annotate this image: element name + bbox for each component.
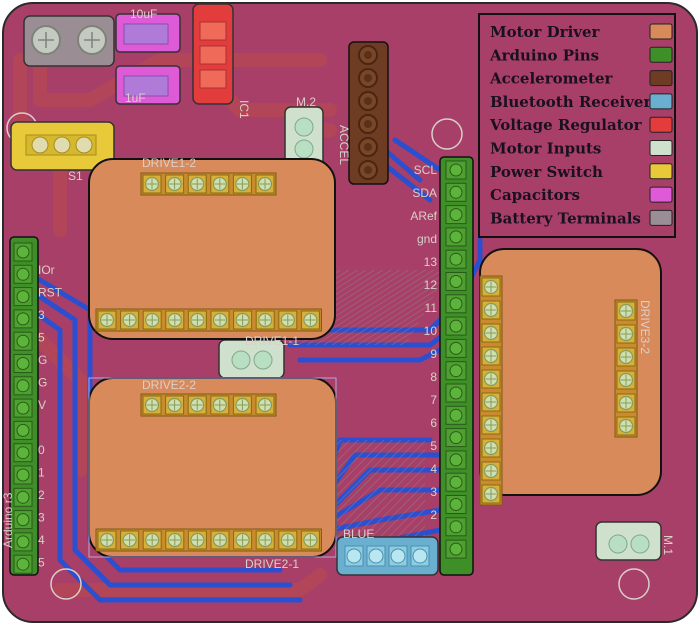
power-switch: S1: [10, 121, 115, 183]
arduino-left-pin-label: RST: [38, 286, 63, 300]
arduino-left-pin-label: V: [38, 398, 46, 412]
arduino-left-pin-label: G: [38, 376, 47, 390]
legend-swatch: [649, 70, 673, 87]
arduino-left-pin-label: 3: [38, 511, 45, 525]
arduino-left-pin-label: 5: [38, 556, 45, 570]
arduino-pin-label: ARef: [410, 209, 437, 223]
legend-swatch: [649, 93, 673, 110]
arduino-pin-label: SDA: [412, 186, 437, 200]
battery-terminals: [23, 15, 115, 67]
legend-label: Bluetooth Receiver: [490, 93, 652, 111]
motor-driver-1: DRIVE1-2 DRIVE1-1: [88, 156, 336, 348]
arduino-pin-label: 8: [430, 370, 437, 384]
legend-label: Battery Terminals: [490, 209, 641, 227]
arduino-left-pin-label: 0: [38, 443, 45, 457]
voltage-regulator: IC1: [192, 3, 251, 119]
arduino-left-pin-label: 4: [38, 533, 45, 547]
arduino-left-pin-label: 2: [38, 488, 45, 502]
mounting-hole: [50, 568, 82, 600]
arduino-left-pin-label: G: [38, 353, 47, 367]
drive1-top-label: DRIVE1-2: [142, 156, 196, 170]
arduino-pin-label: 6: [430, 416, 437, 430]
m2-label: M.2: [296, 95, 316, 109]
accelerometer: ACCEL: [337, 41, 389, 185]
mounting-hole: [431, 118, 463, 150]
legend-swatch: [649, 140, 673, 156]
legend-swatch: [649, 46, 673, 63]
legend-label: Power Switch: [490, 163, 603, 181]
arduino-label: Arduino r3: [1, 492, 15, 548]
legend-label: Arduino Pins: [489, 46, 599, 64]
arduino-pin-label: 5: [430, 439, 437, 453]
legend-label: Motor Driver: [490, 23, 601, 41]
arduino-pin-label: 11: [425, 301, 438, 315]
mounting-hole: [618, 568, 650, 600]
legend-label: Accelerometer: [489, 70, 613, 88]
bluetooth-receiver: BLUE: [336, 527, 439, 576]
legend-swatch: [649, 163, 673, 180]
legend-swatch: [649, 23, 673, 40]
m1-label: M.1: [661, 535, 675, 555]
motor-driver-2: DRIVE2-2 DRIVE2-1: [88, 377, 337, 571]
arduino-header-right: SCL SDA ARef gnd 13 12 11 10 9 8 7 6 5 4 3 2: [410, 156, 474, 576]
arduino-left-pin-label: 1: [38, 466, 45, 480]
motor-input-m2: M.2: [284, 95, 324, 171]
arduino-pin-label: gnd: [417, 232, 437, 246]
legend-box: [478, 13, 676, 238]
bluetooth-label: BLUE: [343, 527, 374, 541]
legend-swatch: [649, 186, 673, 203]
capacitor-label-bottom: 1uF: [125, 91, 146, 105]
switch-label: S1: [68, 169, 83, 183]
drive2-top-label: DRIVE2-2: [142, 378, 196, 392]
arduino-left-pin-label: 5: [38, 331, 45, 345]
legend-swatch: [649, 209, 673, 226]
motor-input-m1: M.1: [595, 521, 675, 561]
arduino-left-pin-label: IOr: [38, 263, 55, 277]
accelerometer-label: ACCEL: [337, 125, 351, 165]
arduino-pin-label: 7: [430, 393, 437, 407]
legend-label: Capacitors: [490, 186, 580, 204]
arduino-pin-label: 2: [430, 508, 437, 522]
arduino-pin-label: 13: [424, 255, 438, 269]
arduino-pin-label: 10: [424, 324, 438, 338]
capacitor-label-top: 10uF: [130, 7, 157, 21]
drive1-bottom-label: DRIVE1-1: [245, 334, 299, 348]
legend-label: Voltage Regulator: [489, 116, 643, 134]
legend-swatch: [649, 116, 673, 133]
legend-label: Motor Inputs: [490, 140, 601, 158]
arduino-pin-label: 4: [430, 462, 437, 476]
arduino-pin-label: 12: [424, 278, 438, 292]
arduino-pin-label: 3: [430, 485, 437, 499]
arduino-pin-label: 9: [430, 347, 437, 361]
drive2-bottom-label: DRIVE2-1: [245, 557, 299, 571]
capacitors: 10uF 1uF: [115, 7, 181, 105]
drive3-label: DRIVE3-2: [638, 300, 652, 354]
arduino-pin-label: SCL: [414, 163, 438, 177]
motor-driver-3: DRIVE3-2: [479, 248, 662, 506]
arduino-left-pin-label: 3: [38, 308, 45, 322]
regulator-label: IC1: [237, 100, 251, 119]
